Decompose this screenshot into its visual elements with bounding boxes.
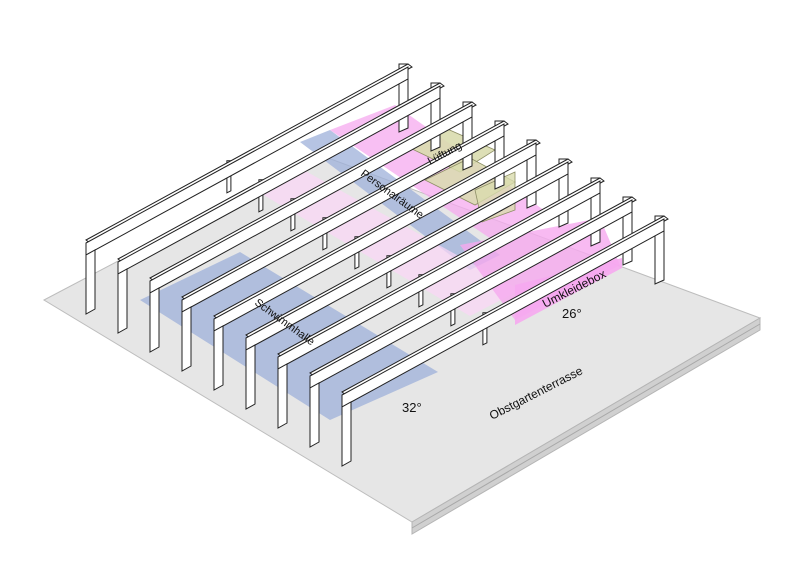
- frame-front-leg: [117, 268, 128, 334]
- frame-front-leg: [85, 249, 96, 315]
- frame-beam-front: [149, 104, 473, 294]
- frame-beam-front: [245, 161, 569, 351]
- label-temp-umkleide: 26°: [562, 306, 582, 321]
- frame-front-leg: [181, 306, 192, 372]
- frames: [85, 63, 669, 467]
- frame-beam-front: [213, 142, 537, 332]
- frame-1: [85, 63, 413, 315]
- frame-7: [277, 177, 605, 429]
- zone-pink-light: [255, 168, 520, 316]
- frame-front-leg: [245, 344, 256, 410]
- frame-beam-front: [341, 218, 665, 408]
- frame-beam-front: [277, 180, 601, 370]
- label-temp-schwimmhalle: 32°: [402, 400, 422, 415]
- frame-front-leg: [309, 382, 320, 448]
- frame-4: [181, 120, 509, 372]
- frame-beam-front: [117, 85, 441, 275]
- zone-umkleidebox-front: [515, 258, 622, 325]
- ground-step-line: [411, 323, 761, 529]
- frame-front-leg: [277, 363, 288, 429]
- frame-front-leg: [341, 401, 352, 467]
- frame-9: [341, 215, 669, 467]
- frame-front-leg: [213, 325, 224, 391]
- frame-6: [245, 158, 573, 410]
- frame-5: [213, 139, 541, 391]
- frame-front-leg: [149, 287, 160, 353]
- frame-beam-front: [85, 66, 409, 256]
- frame-beam-front: [181, 123, 505, 313]
- frame-3: [149, 101, 477, 353]
- frame-beam-front: [309, 199, 633, 389]
